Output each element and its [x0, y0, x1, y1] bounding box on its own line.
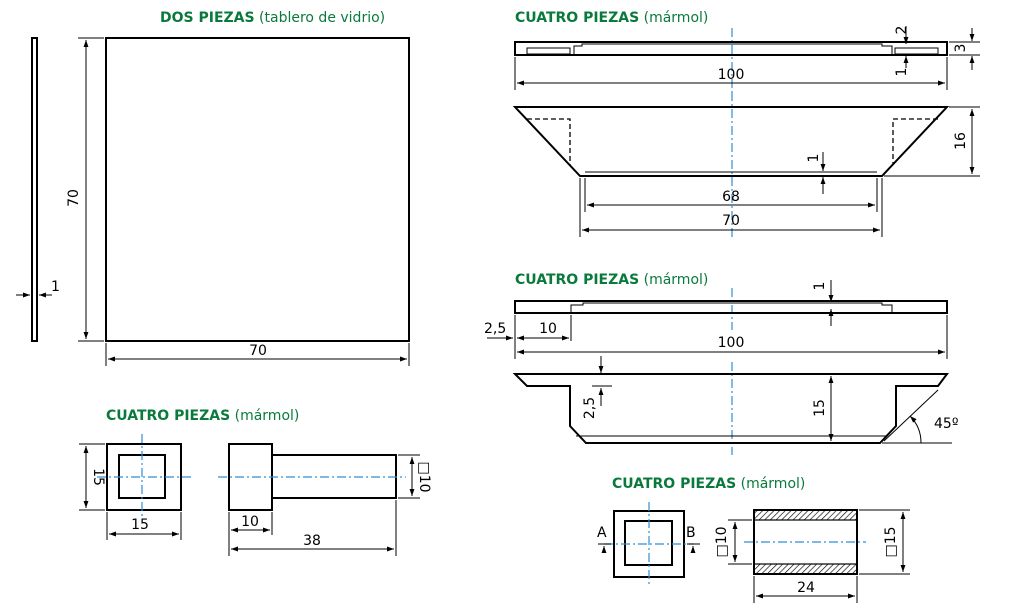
- title-marble-foot: CUATRO PIEZAS (mármol): [612, 476, 805, 492]
- dim-glass-width: 70: [249, 343, 267, 359]
- dim-top-rail-length: 100: [718, 67, 745, 83]
- title-glass: DOS PIEZAS (tablero de vidrio): [160, 10, 385, 26]
- dim-mid-rail-length: 100: [718, 335, 745, 351]
- dim-trap-lip: 1: [806, 154, 822, 163]
- dim-leg-length: 38: [303, 533, 321, 549]
- foot-views: A B □10 □15 24: [597, 502, 910, 603]
- trapezoid-view: 16 1 68 70: [512, 92, 980, 240]
- leg-views: 15 15 □10 10 38: [79, 434, 432, 556]
- glass-front-view: [105, 37, 410, 342]
- title-marble-middle: CUATRO PIEZAS (mármol): [515, 272, 708, 288]
- dim-mid-rail-offset: 2,5: [484, 321, 506, 337]
- dim-mid-rail-notch: 10: [539, 321, 557, 337]
- dim-leg-head: 10: [241, 514, 259, 530]
- dim-lower-step: 2,5: [582, 397, 598, 419]
- dim-trap-inner: 68: [722, 189, 740, 205]
- dim-glass-thickness: 1: [51, 279, 60, 295]
- dim-leg-square-side: 15: [90, 468, 106, 486]
- dim-lower-angle: 45º: [934, 416, 958, 432]
- dim-glass-height: 70: [66, 189, 82, 207]
- title-marble-top: CUATRO PIEZAS (mármol): [515, 10, 708, 26]
- dim-foot-length: 24: [797, 580, 815, 596]
- top-rail-view: 2 1 3 100: [514, 26, 980, 92]
- glass-panel-views: 1 70 70: [16, 37, 410, 366]
- dim-trap-outer: 70: [722, 213, 740, 229]
- middle-rail-view: 1 2,5 10 100: [484, 280, 948, 359]
- dim-mid-rail-lip: 1: [812, 282, 828, 291]
- section-label-a: A: [597, 525, 607, 541]
- section-label-b: B: [686, 525, 696, 541]
- dim-foot-outer: □15: [883, 526, 899, 557]
- dim-top-rail-lip: 1: [894, 68, 910, 77]
- lower-tray-view: 2,5 15 45º: [512, 356, 958, 455]
- dim-lower-height: 15: [812, 399, 828, 417]
- dim-leg-square: 15: [131, 517, 149, 533]
- glass-side-view: [31, 37, 38, 342]
- dim-top-rail-height: 3: [953, 44, 969, 53]
- dim-leg-shaft: □10: [416, 461, 432, 492]
- dim-trap-height: 16: [953, 132, 969, 150]
- title-marble-leg: CUATRO PIEZAS (mármol): [106, 408, 299, 424]
- dim-top-rail-groove: 2: [894, 26, 910, 35]
- dim-foot-inner: □10: [714, 526, 730, 557]
